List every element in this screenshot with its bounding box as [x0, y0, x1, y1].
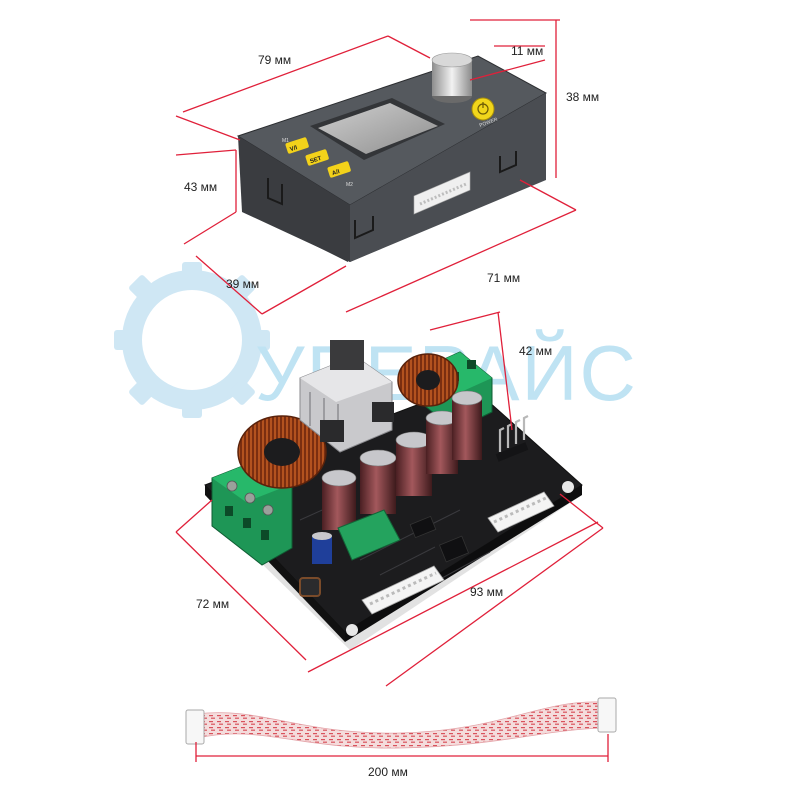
power-button[interactable]: [471, 97, 495, 121]
toroid-coil-right: [397, 353, 459, 407]
cable-connector-right: [487, 491, 555, 533]
pcb-board: [204, 340, 583, 650]
set-button-label: SET: [309, 156, 322, 165]
control-daughterboard: [337, 509, 401, 561]
ic-chip: [438, 535, 470, 563]
electrolytic-capacitor: [359, 449, 397, 514]
dim-label-93: 93 мм: [470, 585, 503, 599]
dim-line-39: [195, 255, 263, 315]
dim-label-38: 38 мм: [566, 90, 599, 104]
mounting-hole: [346, 624, 358, 636]
dim-line-72: [175, 531, 307, 661]
ribbon-cable: [185, 697, 617, 749]
set-button[interactable]: SET: [305, 149, 329, 166]
watermark-gear-icon: [114, 262, 270, 418]
dim-line-93: [307, 521, 599, 673]
m1-label: M1: [282, 138, 289, 144]
dim-label-71: 71 мм: [487, 271, 520, 285]
dim-label-43: 43 мм: [184, 180, 217, 194]
dim-label-72: 72 мм: [196, 597, 229, 611]
mounting-clip: [267, 151, 517, 240]
transistor: [320, 420, 344, 442]
transistor: [372, 402, 394, 422]
dimension-lines: [175, 19, 609, 762]
dim-line-71: [345, 209, 577, 313]
cable-plug-right: [597, 697, 617, 733]
toroid-coil-left: [237, 415, 327, 489]
ai-button-label: A/I: [331, 169, 340, 177]
cable-plug-left: [185, 709, 205, 745]
pin-header: [498, 415, 529, 452]
display-module: POWER M1 V/I SET A/I M2: [236, 52, 548, 262]
dim-label-200: 200 мм: [368, 765, 408, 779]
electrolytic-capacitor: [451, 390, 483, 460]
m2-label: M2: [346, 182, 353, 188]
dim-label-11: 11 мм: [511, 44, 543, 58]
connector-slot: [413, 171, 471, 215]
vi-button[interactable]: V/I: [285, 137, 309, 154]
electrolytic-capacitor: [321, 469, 357, 530]
ic-chip: [409, 515, 437, 539]
adjustment-knob[interactable]: [431, 52, 473, 103]
dim-line-79: [182, 35, 389, 113]
small-capacitor: [312, 532, 332, 564]
lcd-screen: [318, 103, 438, 154]
dim-line-42: [497, 311, 513, 431]
dim-label-39: 39 мм: [226, 277, 259, 291]
pin-header-base: [495, 442, 529, 462]
vi-button-label: V/I: [289, 145, 298, 153]
mounting-hole: [562, 481, 574, 493]
cable-connector-front: [361, 565, 445, 615]
dim-label-79: 79 мм: [258, 53, 291, 67]
ai-button[interactable]: A/I: [327, 161, 351, 178]
smd-inductor: [299, 577, 321, 597]
dim-label-42: 42 мм: [519, 344, 552, 358]
heatsink: [299, 340, 394, 453]
